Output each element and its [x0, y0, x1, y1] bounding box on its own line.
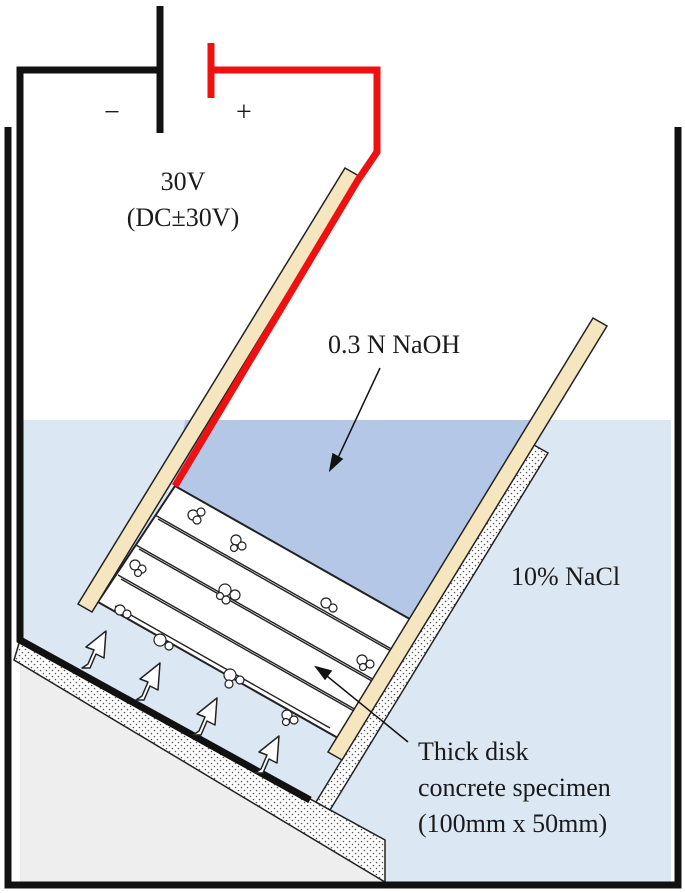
specimen-striations: [114, 514, 399, 729]
up-arrow-2: [135, 662, 161, 701]
specimen-label-line1: Thick disk: [418, 737, 529, 766]
nacl-label: 10% NaCl: [511, 562, 620, 591]
tank-wall: [4, 127, 682, 889]
aggregate-particles: [114, 507, 375, 727]
up-arrow-3: [192, 697, 218, 736]
voltage-range-label: (DC±30V): [127, 203, 239, 232]
naoh-solution: [175, 420, 540, 622]
naoh-label: 0.3 N NaOH: [328, 330, 460, 359]
ion-flow-arrows: [81, 630, 280, 774]
left-cell-wall: [76, 166, 361, 614]
specimen-label-line2: concrete specimen: [418, 773, 611, 802]
negative-terminal-label: −: [104, 97, 120, 128]
up-arrow-4: [254, 735, 280, 774]
negative-wire: [16, 66, 312, 804]
specimen-label-line3: (100mm x 50mm): [418, 809, 607, 838]
positive-wire: [171, 66, 381, 488]
right-cell-wall: [326, 316, 609, 762]
pointer-arrows: [314, 367, 409, 743]
positive-terminal-label: +: [236, 97, 252, 128]
up-arrow-1: [81, 630, 107, 669]
voltage-label: 30V: [161, 167, 206, 196]
